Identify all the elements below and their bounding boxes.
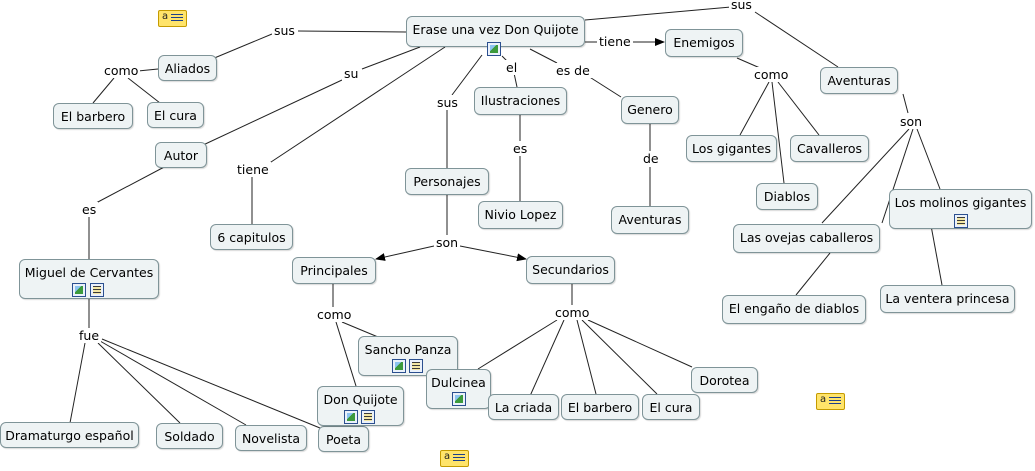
link-es-autor: es — [80, 202, 99, 217]
annotation-note-icon[interactable] — [158, 10, 187, 27]
text-resource-icon[interactable] — [90, 283, 104, 297]
link-fue: fue — [77, 328, 102, 343]
node-ilustraciones[interactable]: Ilustraciones — [474, 87, 567, 115]
node-personajes[interactable]: Personajes — [405, 168, 489, 195]
node-el-barbero-aliado[interactable]: El barbero — [53, 103, 133, 129]
link-sus-aventuras: sus — [729, 0, 754, 12]
text-resource-icon[interactable] — [361, 410, 375, 424]
link-como-secundarios: como — [553, 305, 592, 320]
link-de: de — [641, 151, 661, 166]
node-sancho-panza[interactable]: Sancho Panza — [358, 336, 458, 376]
link-son-personajes: son — [434, 235, 461, 250]
link-sus-aliados: sus — [272, 23, 297, 38]
node-el-cura-secundario[interactable]: El cura — [642, 394, 700, 420]
node-autor[interactable]: Autor — [155, 142, 207, 168]
text-resource-icon[interactable] — [409, 359, 423, 373]
node-cavalleros[interactable]: Cavalleros — [790, 135, 869, 162]
text-resource-icon[interactable] — [954, 214, 968, 228]
node-la-criada[interactable]: La criada — [488, 394, 559, 420]
node-aventuras[interactable]: Aventuras — [820, 67, 898, 94]
link-como-aliados: como — [102, 63, 141, 78]
node-nivio-lopez[interactable]: Nivio Lopez — [478, 201, 563, 229]
link-su-autor: su — [342, 66, 361, 81]
image-resource-icon[interactable] — [487, 42, 501, 56]
node-aventuras-genero[interactable]: Aventuras — [611, 206, 689, 234]
node-diablos[interactable]: Diablos — [756, 183, 818, 210]
image-resource-icon[interactable] — [344, 410, 358, 424]
node-soldado[interactable]: Soldado — [156, 423, 223, 449]
image-resource-icon[interactable] — [392, 359, 406, 373]
node-poeta[interactable]: Poeta — [318, 426, 369, 452]
link-como-enemigos: como — [752, 67, 791, 82]
annotation-note-icon[interactable] — [816, 393, 845, 410]
node-genero[interactable]: Genero — [621, 96, 679, 124]
node-enemigos[interactable]: Enemigos — [665, 29, 743, 57]
link-tiene-enemigos: tiene — [597, 34, 633, 49]
link-son-aventuras: son — [898, 114, 925, 129]
node-el-barbero-secundario[interactable]: El barbero — [561, 394, 639, 420]
link-es-de: es de — [554, 63, 592, 78]
node-el-engano-de-diablos[interactable]: El engaño de diablos — [722, 295, 866, 324]
node-aliados[interactable]: Aliados — [158, 55, 217, 81]
node-las-ovejas-caballeros[interactable]: Las ovejas caballeros — [733, 224, 880, 253]
node-secundarios[interactable]: Secundarios — [526, 256, 615, 284]
link-es-ilustraciones: es — [511, 141, 530, 156]
node-6-capitulos[interactable]: 6 capitulos — [210, 224, 293, 250]
annotation-note-icon[interactable] — [440, 450, 469, 467]
node-principales[interactable]: Principales — [292, 257, 376, 284]
image-resource-icon[interactable] — [72, 283, 86, 297]
node-los-gigantes[interactable]: Los gigantes — [686, 135, 777, 162]
node-root[interactable]: Erase una vez Don Quijote — [406, 16, 585, 47]
node-dramaturgo[interactable]: Dramaturgo español — [0, 422, 139, 448]
node-miguel-de-cervantes[interactable]: Miguel de Cervantes — [19, 259, 159, 299]
link-como-principales: como — [315, 307, 354, 322]
node-novelista[interactable]: Novelista — [235, 425, 307, 451]
node-el-cura-aliado[interactable]: El cura — [147, 102, 204, 128]
link-el: el — [504, 60, 520, 75]
link-tiene-capitulos: tiene — [235, 162, 271, 177]
link-sus-personajes: sus — [435, 95, 460, 110]
image-resource-icon[interactable] — [452, 392, 466, 406]
node-dorotea[interactable]: Dorotea — [691, 367, 758, 393]
node-don-quijote[interactable]: Don Quijote — [317, 386, 404, 426]
node-la-ventera-princesa[interactable]: La ventera princesa — [880, 285, 1015, 313]
